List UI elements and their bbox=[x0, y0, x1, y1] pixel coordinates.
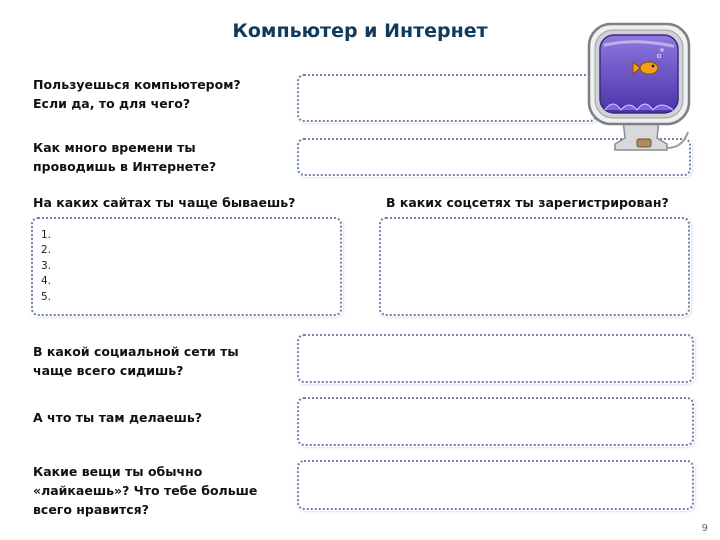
page-number: 9 bbox=[701, 523, 708, 534]
answer-box-main-network[interactable] bbox=[297, 334, 694, 383]
question-line: всего нравится? bbox=[33, 502, 149, 517]
list-item: 1. bbox=[41, 229, 52, 241]
answer-box-computer-use[interactable] bbox=[297, 74, 597, 122]
answer-box-frequent-sites[interactable]: 1. 2. 3. 4. 5. bbox=[31, 217, 342, 316]
question-activities: А что ты там делаешь? bbox=[33, 410, 203, 425]
question-line: Как много времени ты bbox=[33, 140, 196, 155]
page-title: Компьютер и Интернет bbox=[232, 20, 488, 42]
list-item: 5. bbox=[41, 290, 52, 303]
question-computer-use: Пользуешься компьютером? Если да, то для… bbox=[33, 75, 241, 113]
answer-box-activities[interactable] bbox=[297, 397, 694, 446]
answer-box-registered-networks[interactable] bbox=[379, 217, 690, 316]
question-internet-time: Как много времени ты проводишь в Интерне… bbox=[33, 138, 216, 176]
question-line: «лайкаешь»? Что тебе больше bbox=[33, 483, 258, 498]
question-line: чаще всего сидишь? bbox=[33, 363, 184, 378]
question-registered-networks: В каких соцсетях ты зарегистрирован? bbox=[386, 195, 669, 210]
computer-monitor-with-fish-icon bbox=[587, 22, 691, 151]
question-likes: Какие вещи ты обычно «лайкаешь»? Что теб… bbox=[33, 462, 257, 519]
question-main-network: В какой социальной сети ты чаще всего си… bbox=[33, 342, 239, 380]
question-line: Пользуешься компьютером? bbox=[33, 77, 241, 92]
sites-numbered-list: 1. 2. 3. 4. 5. bbox=[33, 219, 340, 305]
question-line: В какой социальной сети ты bbox=[33, 344, 239, 359]
list-item: 3. bbox=[41, 259, 52, 272]
list-item: 4. bbox=[41, 275, 52, 288]
question-line: Если да, то для чего? bbox=[33, 96, 191, 111]
question-frequent-sites: На каких сайтах ты чаще бываешь? bbox=[33, 195, 296, 210]
question-line: Какие вещи ты обычно bbox=[33, 464, 203, 479]
answer-box-likes[interactable] bbox=[297, 460, 694, 510]
list-item: 2. bbox=[41, 244, 52, 257]
question-line: проводишь в Интернете? bbox=[33, 159, 217, 174]
